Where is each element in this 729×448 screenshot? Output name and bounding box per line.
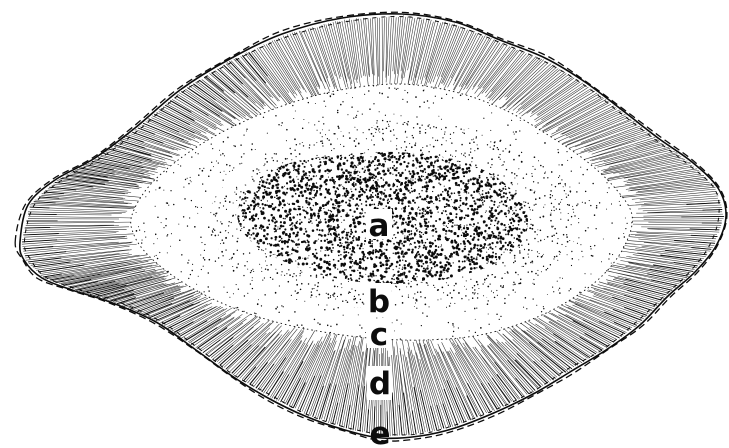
label-a: a xyxy=(369,208,390,244)
label-c: c xyxy=(370,317,388,353)
label-e: e xyxy=(369,416,390,448)
label-d: d xyxy=(369,366,391,402)
label-b: b xyxy=(368,284,390,320)
